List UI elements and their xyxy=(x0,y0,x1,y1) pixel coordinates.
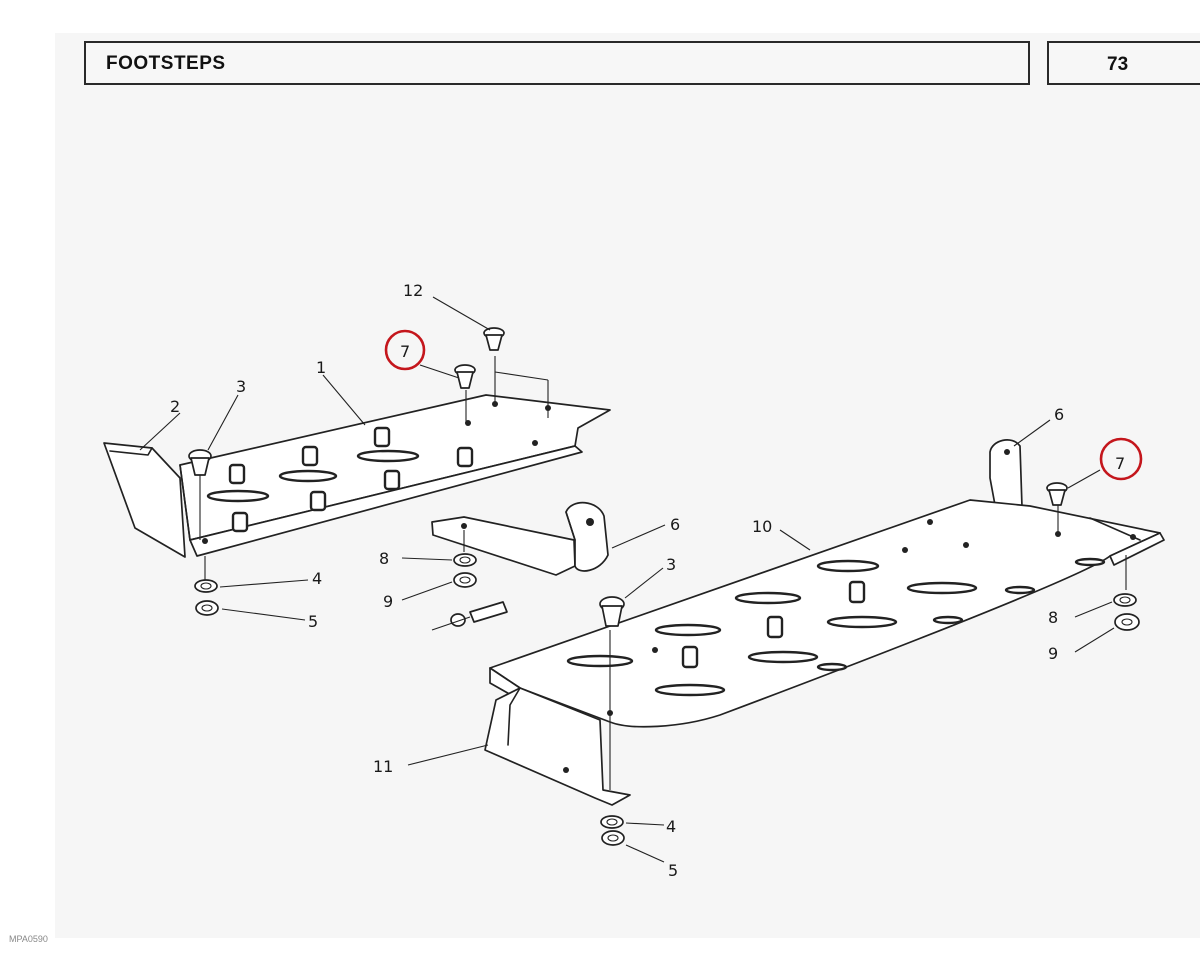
callout-12: 12 xyxy=(403,281,423,300)
callout-2: 2 xyxy=(170,397,180,416)
bolt-7-left xyxy=(454,364,476,389)
callout-5-left: 5 xyxy=(308,612,318,631)
nut-9-mid xyxy=(453,572,477,588)
washer-8-mid xyxy=(453,553,477,567)
callout-5-bottom: 5 xyxy=(668,861,678,880)
bolt-12 xyxy=(483,327,505,351)
callout-7-left: 7 xyxy=(400,342,410,361)
highlight-circle-7-left xyxy=(384,329,426,371)
left-side-bracket xyxy=(103,442,186,558)
bolt-3-left xyxy=(188,449,212,476)
leader-lines xyxy=(139,296,1115,863)
washer-8-right xyxy=(1113,593,1137,607)
nut-9-right xyxy=(1114,613,1140,631)
callout-6-right: 6 xyxy=(1054,405,1064,424)
right-plate-slots xyxy=(566,557,1106,697)
callout-6-mid: 6 xyxy=(670,515,680,534)
callout-10: 10 xyxy=(752,517,772,536)
reference-code: MPA0590 xyxy=(9,934,48,944)
callout-4-left: 4 xyxy=(312,569,322,588)
left-plate-slots xyxy=(206,426,474,533)
callout-3-left: 3 xyxy=(236,377,246,396)
bolt-3-right xyxy=(599,596,625,627)
washer-4-bottom xyxy=(600,815,624,829)
washer-4-left xyxy=(194,579,218,593)
callout-11: 11 xyxy=(373,757,393,776)
page-title: FOOTSTEPS xyxy=(106,53,226,74)
small-bolt xyxy=(431,601,508,631)
page-number: 73 xyxy=(1107,54,1129,75)
highlight-circle-7-right xyxy=(1099,437,1143,481)
page-number-box: 73 xyxy=(1047,41,1200,85)
callout-4-bottom: 4 xyxy=(666,817,676,836)
callout-3-right: 3 xyxy=(666,555,676,574)
callout-9-mid: 9 xyxy=(383,592,393,611)
right-footstep-assembly xyxy=(484,439,1165,846)
left-footstep-assembly xyxy=(103,327,611,616)
center-bracket-6 xyxy=(431,501,609,576)
support-bracket-11 xyxy=(484,687,631,806)
callout-7-right: 7 xyxy=(1115,454,1125,473)
bolt-7-right xyxy=(1046,482,1068,506)
title-box: FOOTSTEPS xyxy=(84,41,1030,85)
callout-8-mid: 8 xyxy=(379,549,389,568)
nut-5-bottom xyxy=(601,830,625,846)
callout-1: 1 xyxy=(316,358,326,377)
nut-5-left xyxy=(195,600,219,616)
callout-8-right: 8 xyxy=(1048,608,1058,627)
callout-9-right: 9 xyxy=(1048,644,1058,663)
